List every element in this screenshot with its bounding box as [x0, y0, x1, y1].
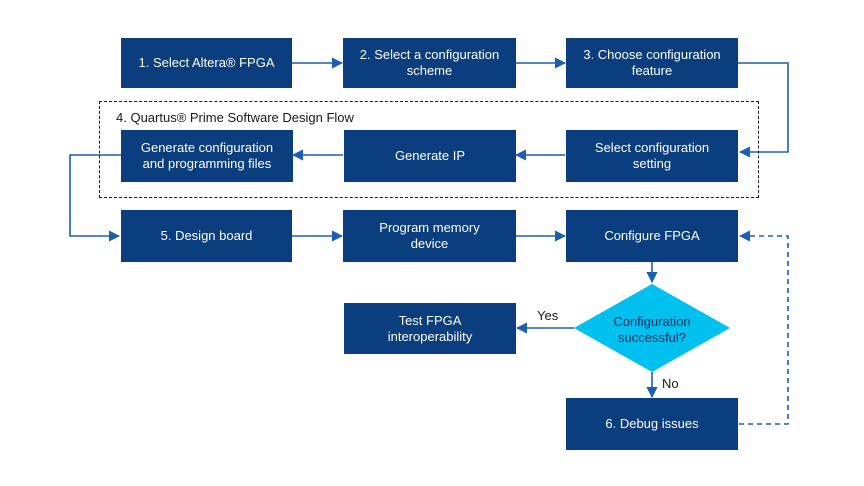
arrow-files-to-design-board	[69, 154, 121, 242]
node-choose-configuration-feature: 3. Choose configuration feature	[566, 38, 738, 88]
quartus-design-flow-label: 4. Quartus® Prime Software Design Flow	[116, 110, 354, 125]
decision-label: Configuration successful?	[613, 314, 691, 345]
node-generate-configuration-files: Generate configuration and programming f…	[121, 130, 293, 182]
node-debug-issues: 6. Debug issues	[566, 398, 738, 450]
node-configure-fpga: Configure FPGA	[566, 210, 738, 262]
node-select-configuration-setting: Select configuration setting	[566, 130, 738, 182]
node-select-configuration-scheme: 2. Select a configuration scheme	[343, 38, 516, 88]
node-test-fpga-interoperability: Test FPGA interoperability	[344, 303, 516, 354]
edge-label-no: No	[662, 376, 679, 391]
decision-diamond	[574, 284, 730, 372]
node-design-board: 5. Design board	[121, 210, 292, 262]
edge-label-yes: Yes	[537, 308, 559, 323]
node-generate-ip: Generate IP	[344, 130, 516, 182]
arrow-debug-loop-to-configure	[738, 230, 789, 425]
node-program-memory-device: Program memory device	[343, 210, 516, 262]
quartus-design-flow-group	[99, 101, 759, 198]
node-select-altera-fpga: 1. Select Altera® FPGA	[121, 38, 292, 88]
arrow-feature-to-setting	[738, 62, 789, 158]
